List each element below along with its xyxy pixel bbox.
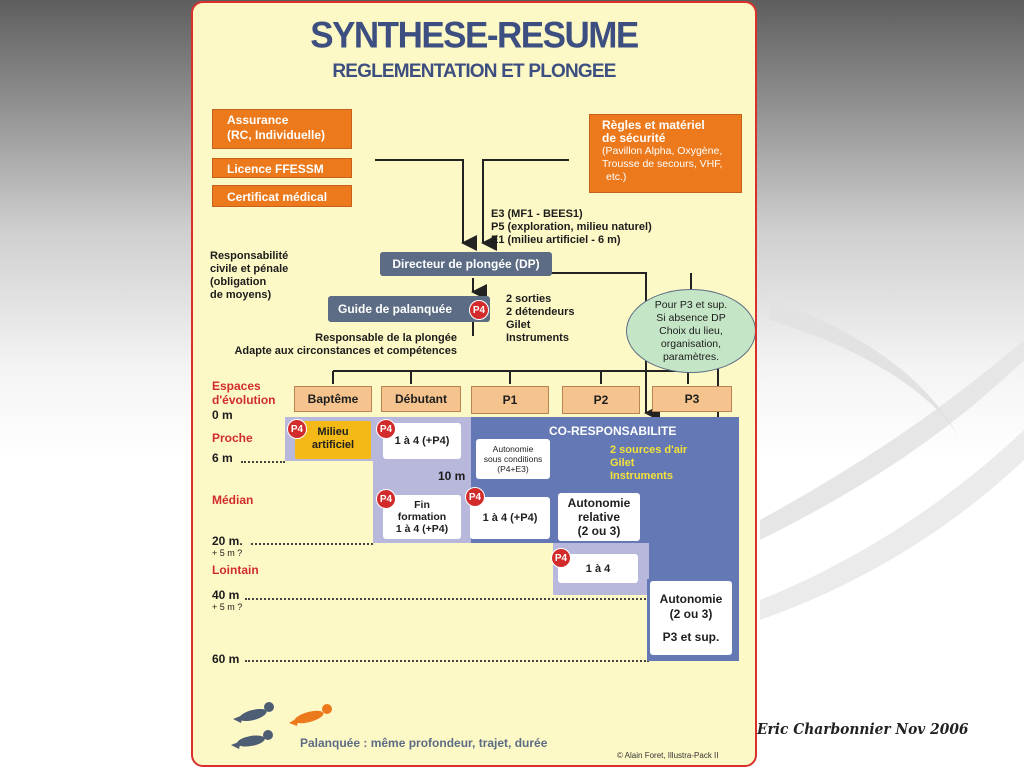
depth-40m: 40 m (212, 588, 240, 602)
zone-median: Médian (212, 493, 254, 507)
responsabilite-text: Responsabilité civile et pénale (obligat… (210, 250, 289, 301)
espaces-label: Espaces d'évolution (212, 379, 276, 407)
depth-6m: 6 m (212, 451, 233, 465)
directeur-plongee-box: Directeur de plongée (DP) (380, 252, 552, 276)
palanquee-caption: Palanquée : même profondeur, trajet, dur… (300, 736, 548, 750)
page-subtitle: REGLEMENTATION ET PLONGEE (332, 61, 616, 82)
divers-illustration (231, 702, 332, 749)
zone-lointain: Lointain (212, 563, 259, 577)
level-p3: P3 (652, 386, 732, 412)
p4-badge: P4 (469, 300, 489, 320)
p4-badge: P4 (376, 419, 396, 439)
plus5-b: + 5 m ? (212, 602, 243, 612)
depth-60m: 60 m (212, 652, 240, 666)
credit-text: © Alain Foret, Illustra-Pack II (617, 751, 719, 760)
plus5-a: + 5 m ? (212, 548, 243, 558)
depth-0m: 0 m (212, 408, 233, 422)
level-bapteme: Baptême (294, 386, 372, 412)
licence-box: Licence FFESSM (212, 158, 352, 178)
zone-10m-lavender (373, 465, 471, 485)
guide-palanquee-box: Guide de palanquée (328, 296, 490, 322)
dots-60m (245, 660, 649, 662)
box-1a4-p4-b: 1 à 4 (+P4) (470, 497, 550, 539)
p4-badge: P4 (551, 548, 571, 568)
fin-formation-box: Fin formation 1 à 4 (+P4) (383, 495, 461, 539)
sources-air-text: 2 sources d'air Gilet Instruments (610, 444, 688, 482)
level-p1: P1 (471, 386, 549, 414)
level-p2: P2 (562, 386, 640, 414)
dots-40m (245, 598, 649, 600)
p4-badge: P4 (287, 419, 307, 439)
autonomie-p3-box: Autonomie (2 ou 3) P3 et sup. (650, 581, 732, 655)
dots-6m (241, 461, 285, 463)
autonomie-conditions-box: Autonomie sous conditions (P4+E3) (476, 439, 550, 479)
page-title: SYNTHESE-RESUME (310, 15, 639, 56)
milieu-artificiel-box: Milieu artificiel (295, 421, 371, 459)
depth-20m: 20 m. (212, 534, 243, 548)
p4-badge: P4 (376, 489, 396, 509)
securite-box: Règles et matériel de sécurité (Pavillon… (589, 114, 742, 193)
assurance-box: Assurance (RC, Individuelle) (212, 109, 352, 149)
autonomie-relative-box: Autonomie relative (2 ou 3) (558, 493, 640, 541)
depth-10m: 10 m (438, 469, 466, 483)
box-1a4: 1 à 4 (558, 554, 638, 583)
qualifications-text: E3 (MF1 - BEES1) P5 (exploration, milieu… (491, 208, 652, 246)
certificat-box: Certificat médical (212, 185, 352, 207)
author-signature: Eric Charbonnier Nov 2006 (757, 720, 969, 738)
poster: SYNTHESE-RESUME REGLEMENTATION ET PLONGE… (191, 1, 757, 767)
box-1a4-p4: 1 à 4 (+P4) (383, 423, 461, 459)
dots-20m (251, 543, 373, 545)
dp-absence-bubble: Pour P3 et sup. Si absence DP Choix du l… (626, 289, 755, 373)
coresponsabilite-label: CO-RESPONSABILITE (549, 424, 677, 438)
equipement-text: 2 sorties 2 détendeurs Gilet Instruments (506, 293, 575, 344)
responsable-plongee-text: Responsable de la plongée Adapte aux cir… (234, 332, 457, 357)
p4-badge: P4 (465, 487, 485, 507)
zone-proche: Proche (212, 431, 253, 445)
level-debutant: Débutant (381, 386, 461, 412)
